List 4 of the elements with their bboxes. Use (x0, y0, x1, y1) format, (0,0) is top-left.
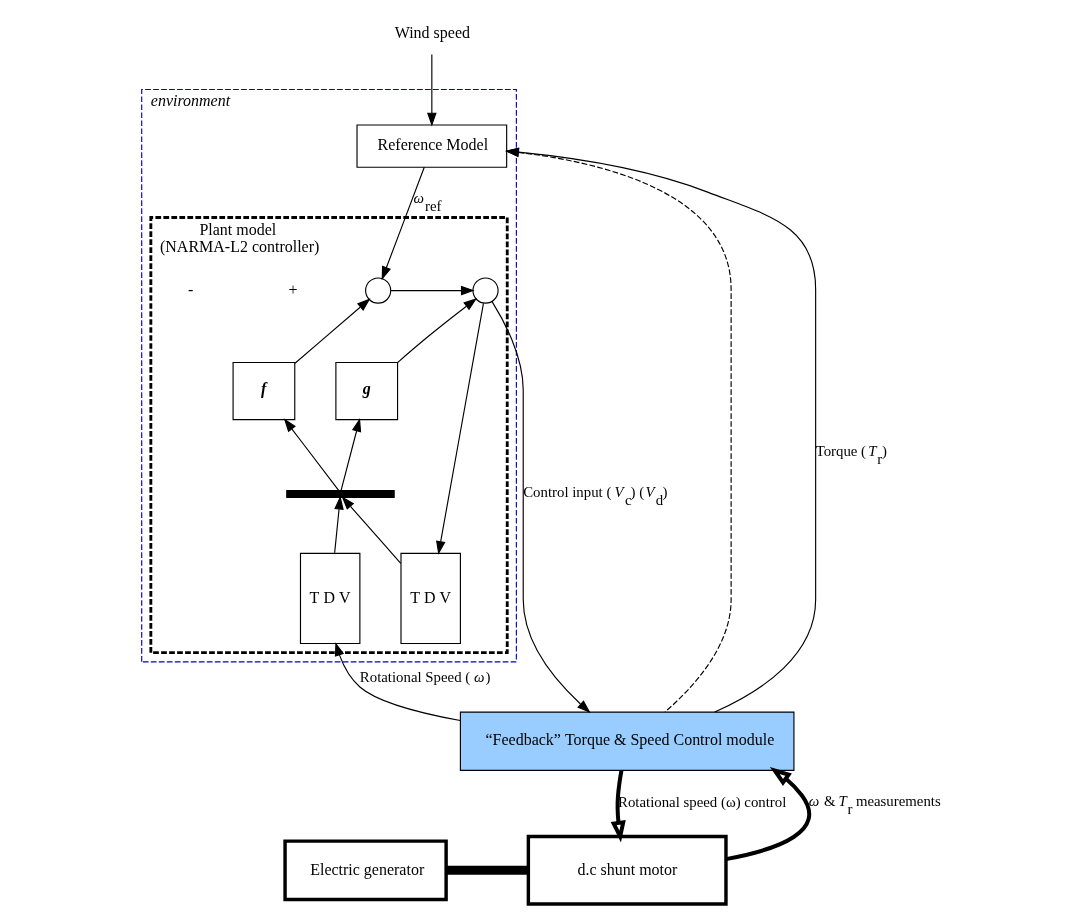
edge-label: Rotational Speed (ω) (359, 668, 491, 685)
label: + (288, 280, 298, 298)
label: - (187, 280, 194, 298)
node-text: Wind speed (394, 23, 470, 41)
